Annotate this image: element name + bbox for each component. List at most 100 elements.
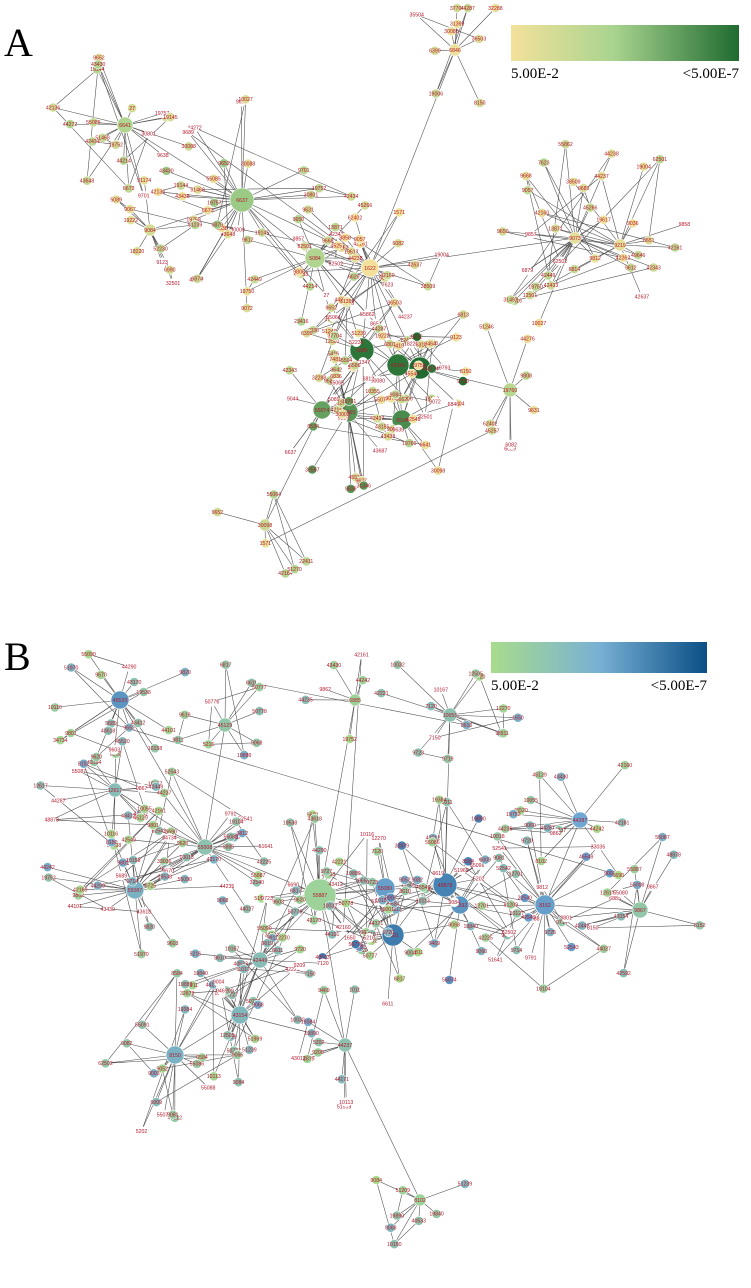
network-node: 27 [127,103,138,113]
network-node-label: 44235 [298,698,313,704]
network-node-label: 55090 [177,877,192,883]
network-node-label: 44101 [68,904,83,910]
network-edge [543,162,576,239]
network-node: 42549 [406,414,421,424]
network-node-circle [296,316,307,327]
network-node: 8150 [460,366,471,377]
network-edge [369,267,421,369]
network-node-label: 1622 [364,266,376,272]
network-node: 38509 [566,176,581,187]
network-node: 19222 [124,215,138,225]
network-node: 52543 [564,942,579,952]
network-node-label: 10150 [387,1242,402,1248]
network-node-label: 8610 [461,723,473,729]
network-node-label: 52541 [492,846,507,852]
network-node: 6801 [384,339,396,349]
network-node-label: 9638 [216,226,228,232]
network-node: 6817 [220,659,232,670]
network-node: 19145 [255,227,269,238]
network-node-label: 30801 [304,193,319,199]
network-edge [273,494,307,562]
network-node: 42136 [151,186,166,197]
network-node: 6874 [191,273,203,284]
network-node-circle [242,234,253,245]
panel-a: A 5.00E-2 <5.00E-7 663750841622658642343… [4,3,740,579]
network-node: 38509 [421,281,435,292]
network-node: 9652 [212,507,223,517]
network-node: 9867 [136,783,147,794]
network-node-label: 19752 [506,812,521,818]
network-node: 19144 [174,180,188,191]
network-node-label: 55064 [267,492,282,498]
network-node: 9068 [251,737,262,748]
network-edge [539,774,543,862]
network-node-label: 19538 [283,820,298,826]
network-edge [224,682,252,726]
network-node: 19760 [502,382,517,398]
network-node-circle [377,330,388,341]
network-node-label: 9650 [497,229,509,235]
network-node-circle [439,362,450,373]
network-node-label: 32501 [418,414,433,420]
network-edge [544,904,641,911]
network-node-label: 51209 [504,902,519,908]
network-node-label: 19104 [536,986,551,992]
network-node: 19384 [178,1004,192,1015]
network-node: 30098 [431,465,445,476]
network-edge [241,99,247,201]
network-node-label: 44287 [372,327,387,333]
network-edge [122,741,145,809]
network-node-label: 51969 [454,868,469,874]
network-node-label: 9867 [634,908,646,914]
network-node-label: 43438 [175,194,190,200]
network-node-label: 62502 [502,930,517,936]
network-node-circle [242,286,252,297]
network-edge [619,244,676,249]
network-node-label: 7623 [538,160,550,166]
network-node-label: 19752 [342,737,357,743]
network-node: 42161 [668,242,682,253]
network-node-label: 9004 [404,951,416,957]
network-node-label: 19384 [301,1020,316,1026]
network-node: 10116 [104,829,118,839]
network-node-label: 1571 [393,210,405,216]
panel-a-scale-min-label: 5.00E-2 [511,66,559,82]
network-node-label: 45266 [583,205,598,211]
network-node: 55085 [206,173,221,184]
network-edge [246,257,316,292]
panel-b-scale-min-label: 5.00E-2 [491,678,539,694]
network-node-label: 36503 [387,301,402,307]
network-edge [509,389,513,445]
network-edge [323,989,346,1046]
network-edge [124,124,243,201]
network-node-label: 19889 [178,982,193,988]
network-node: 55887 [251,870,266,881]
panel-a-scale-max-label: <5.00E-7 [683,66,740,82]
network-node: 48878 [666,849,681,860]
network-node-label: 9612 [236,100,248,106]
network-node-label: 10167 [225,946,240,952]
network-node: 48878 [44,814,59,825]
network-node-label: 8102 [535,859,547,865]
network-node: 19384 [432,794,447,805]
network-node: 9812 [589,253,601,264]
network-node-label: 43430 [91,62,106,68]
panel-b-network-nodes: 6885558875508098014887842592550081261755… [33,649,706,1249]
network-node-label: 44214 [303,284,318,290]
network-node-label: 8412 [411,335,423,341]
network-node-label: 51270 [334,401,349,407]
network-edge [264,524,307,562]
network-node-label: 9642 [330,367,342,373]
network-node: 51270 [287,564,302,574]
network-edge [128,133,149,189]
network-node-label: 13871 [548,226,563,232]
network-edge [129,208,196,226]
network-node-label: 19889 [237,753,252,759]
network-node-label: 42136 [151,190,166,196]
network-edge [195,952,261,961]
network-node: 43430 [159,165,174,176]
network-node-label: 18220 [404,342,419,348]
network-node: 36503 [472,34,486,44]
network-node: 8152 [534,894,556,916]
network-node-label: 44235 [220,884,235,890]
